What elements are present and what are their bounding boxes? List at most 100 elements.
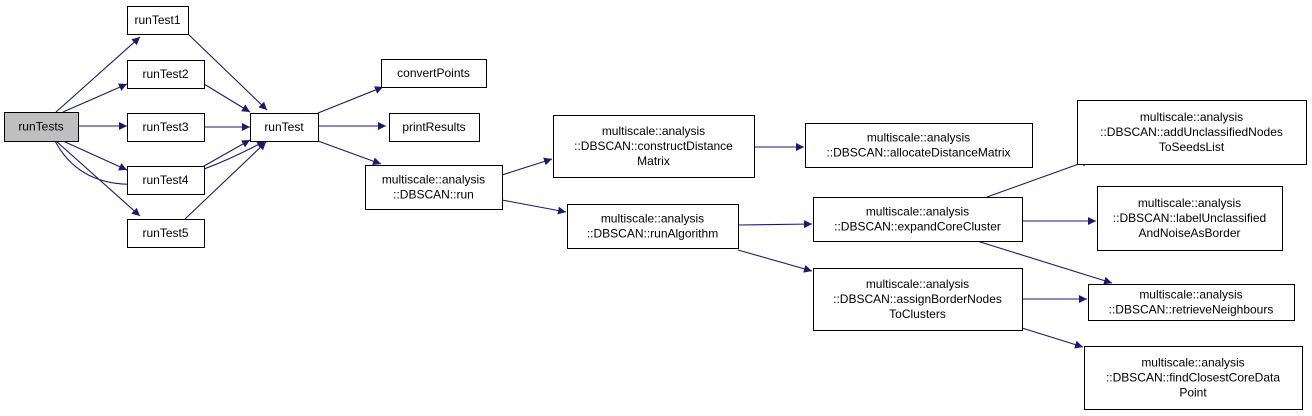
node-label-line: ::DBSCAN::addUnclassifiedNodes (1100, 125, 1283, 139)
node-label-line: multiscale::analysis (1141, 356, 1244, 370)
node-label-line: runTest5 (142, 226, 188, 240)
node-label-line: ::DBSCAN::assignBorderNodes (833, 292, 1002, 306)
node-box (805, 123, 1033, 168)
edge-arrow (62, 83, 128, 113)
edge-arrow (501, 199, 567, 215)
node-runTest[interactable]: runTest (250, 113, 319, 142)
edge-runTests-to-runTest5 (55, 140, 141, 217)
node-label-line: AndNoiseAsBorder (1138, 226, 1240, 240)
node-box (127, 219, 205, 248)
edge-expandCoreCluster-to-retrieveNeighbours (976, 240, 1113, 285)
node-label-line: ::DBSCAN::allocateDistanceMatrix (826, 146, 1010, 160)
node-label-line: ::DBSCAN::run (393, 188, 474, 202)
node-label-line: multiscale::analysis (1140, 110, 1243, 124)
node-box (813, 197, 1023, 242)
edge-arrow (501, 157, 553, 176)
node-printResults[interactable]: printResults (389, 113, 480, 142)
edge-arrow (184, 141, 267, 220)
edge-arrow (976, 240, 1113, 285)
edge-runTests-to-runTest1 (55, 36, 141, 113)
node-label-line: Point (1179, 386, 1207, 400)
node-labelUnclassifiedAndNoiseAsBorder[interactable]: multiscale::analysis::DBSCAN::labelUncla… (1097, 186, 1283, 251)
node-box (1097, 186, 1283, 251)
node-box (250, 113, 319, 142)
node-box (389, 113, 480, 142)
node-label-line: ToSeedsList (1159, 140, 1225, 154)
edge-arrow (55, 140, 141, 217)
node-label-line: runTest4 (142, 173, 188, 187)
node-label-line: multiscale::analysis (866, 277, 969, 291)
node-box (1084, 346, 1303, 410)
node-label-line: multiscale::analysis (602, 124, 705, 138)
node-label-line: printResults (402, 120, 465, 134)
node-box (813, 268, 1023, 331)
node-label-line: runTest1 (134, 13, 180, 27)
node-label-line: multiscale::analysis (1139, 288, 1242, 302)
edge-runTest2-to-runTest (203, 83, 251, 113)
node-label-line: multiscale::analysis (867, 131, 970, 145)
node-runAlgorithm[interactable]: multiscale::analysis::DBSCAN::runAlgorit… (567, 204, 739, 249)
node-label-line: multiscale::analysis (866, 205, 969, 219)
node-label-line: multiscale::analysis (601, 212, 704, 226)
node-assignBorderNodesToClusters[interactable]: multiscale::analysis::DBSCAN::assignBord… (813, 268, 1023, 331)
node-label-line: multiscale::analysis (382, 173, 485, 187)
edge-assignBorderNodesToClusters-to-findClosestCoreDataPoint (1021, 327, 1084, 349)
edge-runTest1-to-runTest (187, 33, 268, 111)
node-runTest5[interactable]: runTest5 (127, 219, 205, 248)
node-label-line: runTest2 (142, 67, 188, 81)
edge-runAlgorithm-to-assignBorderNodesToClusters (737, 249, 813, 273)
node-findClosestCoreDataPoint[interactable]: multiscale::analysis::DBSCAN::findCloses… (1084, 346, 1303, 410)
edge-arrow (203, 83, 251, 113)
node-runTest1[interactable]: runTest1 (127, 6, 189, 35)
node-label-line: multiscale::analysis (1138, 196, 1241, 210)
node-box (365, 165, 503, 210)
node-addUnclassifiedNodesToSeedsList[interactable]: multiscale::analysis::DBSCAN::addUnclass… (1077, 100, 1307, 165)
node-constructDistanceMatrix[interactable]: multiscale::analysis::DBSCAN::constructD… (553, 115, 755, 178)
node-runTest4[interactable]: runTest4 (127, 166, 205, 195)
edge-arrow (187, 33, 268, 111)
edge-arrow (1021, 327, 1084, 349)
edge-runTest4-to-runTest (203, 139, 251, 167)
node-retrieveNeighbours[interactable]: multiscale::analysis::DBSCAN::retrieveNe… (1088, 284, 1295, 321)
edge-arrow (62, 140, 128, 171)
node-label-line: runTest3 (142, 120, 188, 134)
node-label-line: Matrix (637, 154, 670, 168)
node-runTest3[interactable]: runTest3 (127, 113, 205, 142)
node-box (127, 166, 205, 195)
node-allocateDistanceMatrix[interactable]: multiscale::analysis::DBSCAN::allocateDi… (805, 123, 1033, 168)
edge-runTest5-to-runTest (184, 141, 267, 220)
node-label-line: ::DBSCAN::constructDistance (574, 139, 733, 153)
edge-run-to-runAlgorithm (501, 199, 567, 215)
node-label-line: ::DBSCAN::retrieveNeighbours (1109, 303, 1274, 317)
edge-runAlgorithm-to-expandCoreCluster (737, 220, 813, 229)
node-label-line: ::DBSCAN::runAlgorithm (587, 227, 718, 241)
node-label-line: ::DBSCAN::findClosestCoreData (1106, 371, 1280, 385)
edge-arrow (737, 249, 813, 273)
node-label-line: ::DBSCAN::labelUnclassified (1113, 211, 1266, 225)
nodes-layer: runTests runTest1 runTest2 runTest3 runTest4… (4, 6, 1307, 410)
edge-arrow (317, 140, 382, 166)
node-box (381, 59, 487, 88)
node-label-line: ToClusters (889, 307, 946, 321)
node-runTest2[interactable]: runTest2 (127, 60, 205, 89)
node-label-line: runTest (264, 120, 304, 134)
node-box (4, 112, 79, 142)
edge-arrow (737, 220, 813, 229)
node-expandCoreCluster[interactable]: multiscale::analysis::DBSCAN::expandCore… (813, 197, 1023, 242)
node-runTests[interactable]: runTests (4, 112, 79, 142)
node-box (127, 113, 205, 142)
edge-runTests-to-runTest2 (62, 83, 128, 113)
edge-runTest-to-run (317, 140, 382, 166)
node-convertPoints[interactable]: convertPoints (381, 59, 487, 88)
node-box (127, 60, 205, 89)
node-box (567, 204, 739, 249)
edge-run-to-constructDistanceMatrix (501, 157, 553, 176)
node-run[interactable]: multiscale::analysis::DBSCAN::run (365, 165, 503, 210)
node-box (553, 115, 755, 178)
node-label-line: runTests (18, 120, 63, 134)
node-label-line: convertPoints (397, 66, 470, 80)
edge-arrow (55, 36, 141, 113)
edge-arrow (317, 86, 384, 114)
node-label-line: ::DBSCAN::expandCoreCluster (834, 220, 1001, 234)
